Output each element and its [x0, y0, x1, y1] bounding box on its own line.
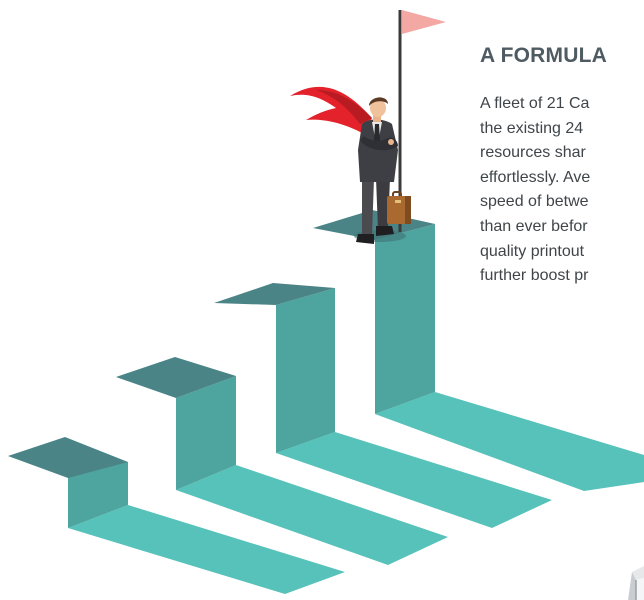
- crossed-arms: [360, 136, 398, 151]
- neck: [373, 114, 381, 122]
- article-body-line: the existing 24: [480, 119, 584, 137]
- box-left: [628, 572, 636, 600]
- step-3-shadow: [276, 432, 552, 528]
- step-4-riser: [375, 224, 435, 414]
- article-heading: A FORMULA: [480, 44, 608, 67]
- step-4: [313, 210, 644, 491]
- hair: [369, 97, 388, 106]
- step-1-riser: [68, 458, 128, 528]
- step-2-top: [116, 357, 236, 398]
- jacket: [358, 119, 398, 182]
- article-body-line: A fleet of 21 Ca: [480, 95, 590, 112]
- article-body-line: effortlessly. Ave: [480, 168, 591, 186]
- step-1: [8, 437, 345, 594]
- article-body-line: than ever befor: [480, 217, 588, 235]
- briefcase-side: [405, 196, 411, 224]
- red-cape-shade: [316, 90, 372, 124]
- article-body-line: quality printout: [480, 242, 585, 260]
- box-front: [636, 578, 644, 600]
- right-shoe: [376, 226, 394, 236]
- step-2-riser: [176, 376, 236, 490]
- box-top: [632, 566, 644, 580]
- article-body: A fleet of 21 Ca the existing 24 resourc…: [480, 92, 644, 289]
- article-body-line: further boost pr: [480, 267, 589, 285]
- step-2-shadow: [176, 465, 448, 565]
- step-1-top: [8, 437, 128, 478]
- tie: [374, 124, 380, 144]
- left-leg: [362, 178, 374, 236]
- article-body-line: speed of betwe: [480, 193, 589, 211]
- step-2: [116, 357, 448, 565]
- step-4-shadow: [375, 392, 644, 491]
- red-cape: [290, 86, 372, 134]
- step-3: [214, 283, 552, 528]
- step-3-top: [214, 283, 335, 305]
- flag-pennant: [402, 10, 446, 34]
- briefcase-clasp: [395, 200, 401, 203]
- step-1-shadow: [68, 505, 345, 594]
- article-body-line: resources shar: [480, 144, 586, 162]
- step-3-riser: [276, 288, 335, 453]
- left-shoe: [356, 234, 374, 244]
- businessman-figure: [290, 86, 411, 244]
- briefcase-body: [387, 196, 409, 224]
- hand: [388, 139, 394, 145]
- partial-box-object: [628, 566, 644, 600]
- briefcase-icon: [387, 191, 411, 224]
- right-leg: [376, 178, 390, 230]
- head: [370, 99, 386, 117]
